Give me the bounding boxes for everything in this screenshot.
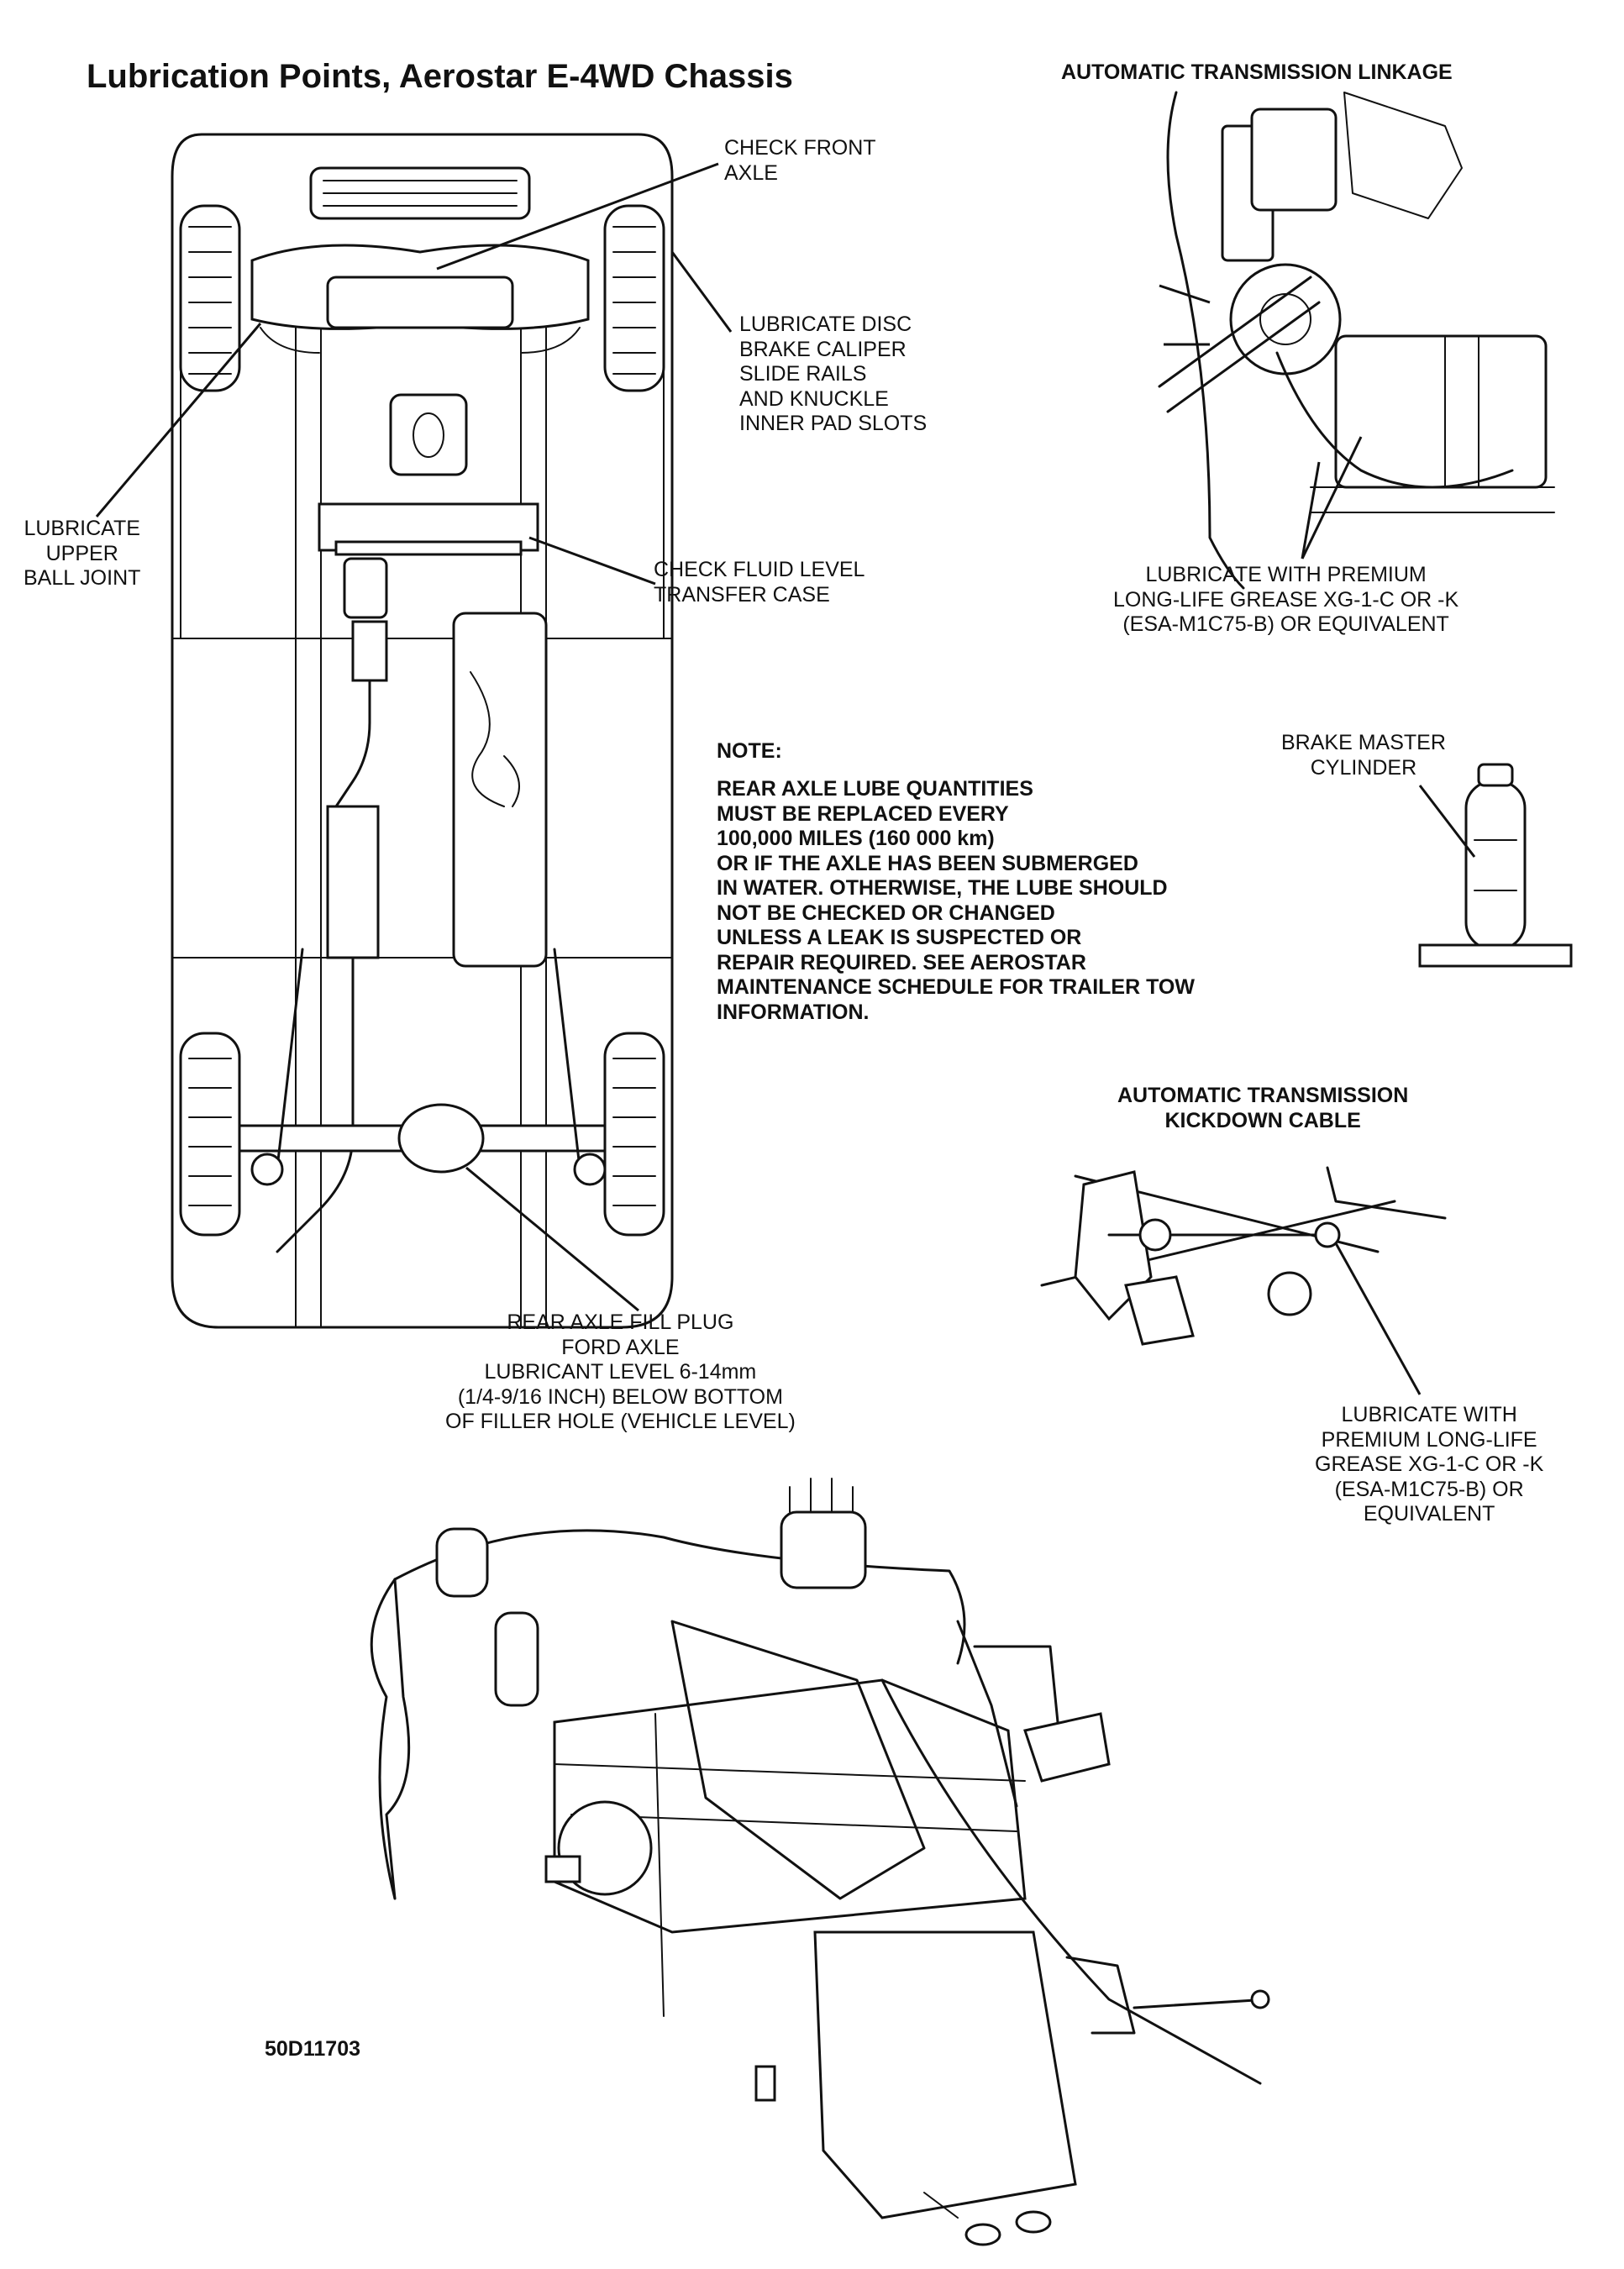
callout-rear-axle-fill-plug: REAR AXLE FILL PLUG FORD AXLE LUBRICANT … — [445, 1310, 796, 1433]
kickdown-cable-caption: LUBRICATE WITH PREMIUM LONG-LIFE GREASE … — [1315, 1403, 1544, 1526]
engine-drawing — [370, 1478, 1270, 2246]
note-text: REAR AXLE LUBE QUANTITIES MUST BE REPLAC… — [717, 777, 1195, 1024]
transmission-linkage-drawing — [1158, 91, 1555, 590]
brake-master-cylinder-label: BRAKE MASTER CYLINDER — [1281, 731, 1446, 780]
callout-check-fluid-level: CHECK FLUID LEVEL TRANSFER CASE — [654, 558, 865, 607]
callout-lubricate-upper-ball-joint: LUBRICATE UPPER BALL JOINT — [24, 517, 141, 590]
page-title: Lubrication Points, Aerostar E-4WD Chass… — [87, 58, 793, 95]
callout-check-front-axle: CHECK FRONT AXLE — [724, 136, 876, 185]
figure-code: 50D11703 — [265, 2037, 361, 2061]
note-heading: NOTE: — [717, 739, 782, 763]
brake-master-cylinder-drawing — [1418, 763, 1573, 968]
transmission-linkage-caption: LUBRICATE WITH PREMIUM LONG-LIFE GREASE … — [1113, 563, 1459, 636]
transmission-linkage-heading: AUTOMATIC TRANSMISSION LINKAGE — [1061, 60, 1453, 84]
chassis-drawing — [95, 133, 733, 1329]
kickdown-cable-drawing — [1040, 1166, 1447, 1395]
kickdown-cable-heading: AUTOMATIC TRANSMISSION KICKDOWN CABLE — [1117, 1084, 1409, 1132]
callout-lubricate-disc-brake: LUBRICATE DISC BRAKE CALIPER SLIDE RAILS… — [739, 313, 928, 435]
